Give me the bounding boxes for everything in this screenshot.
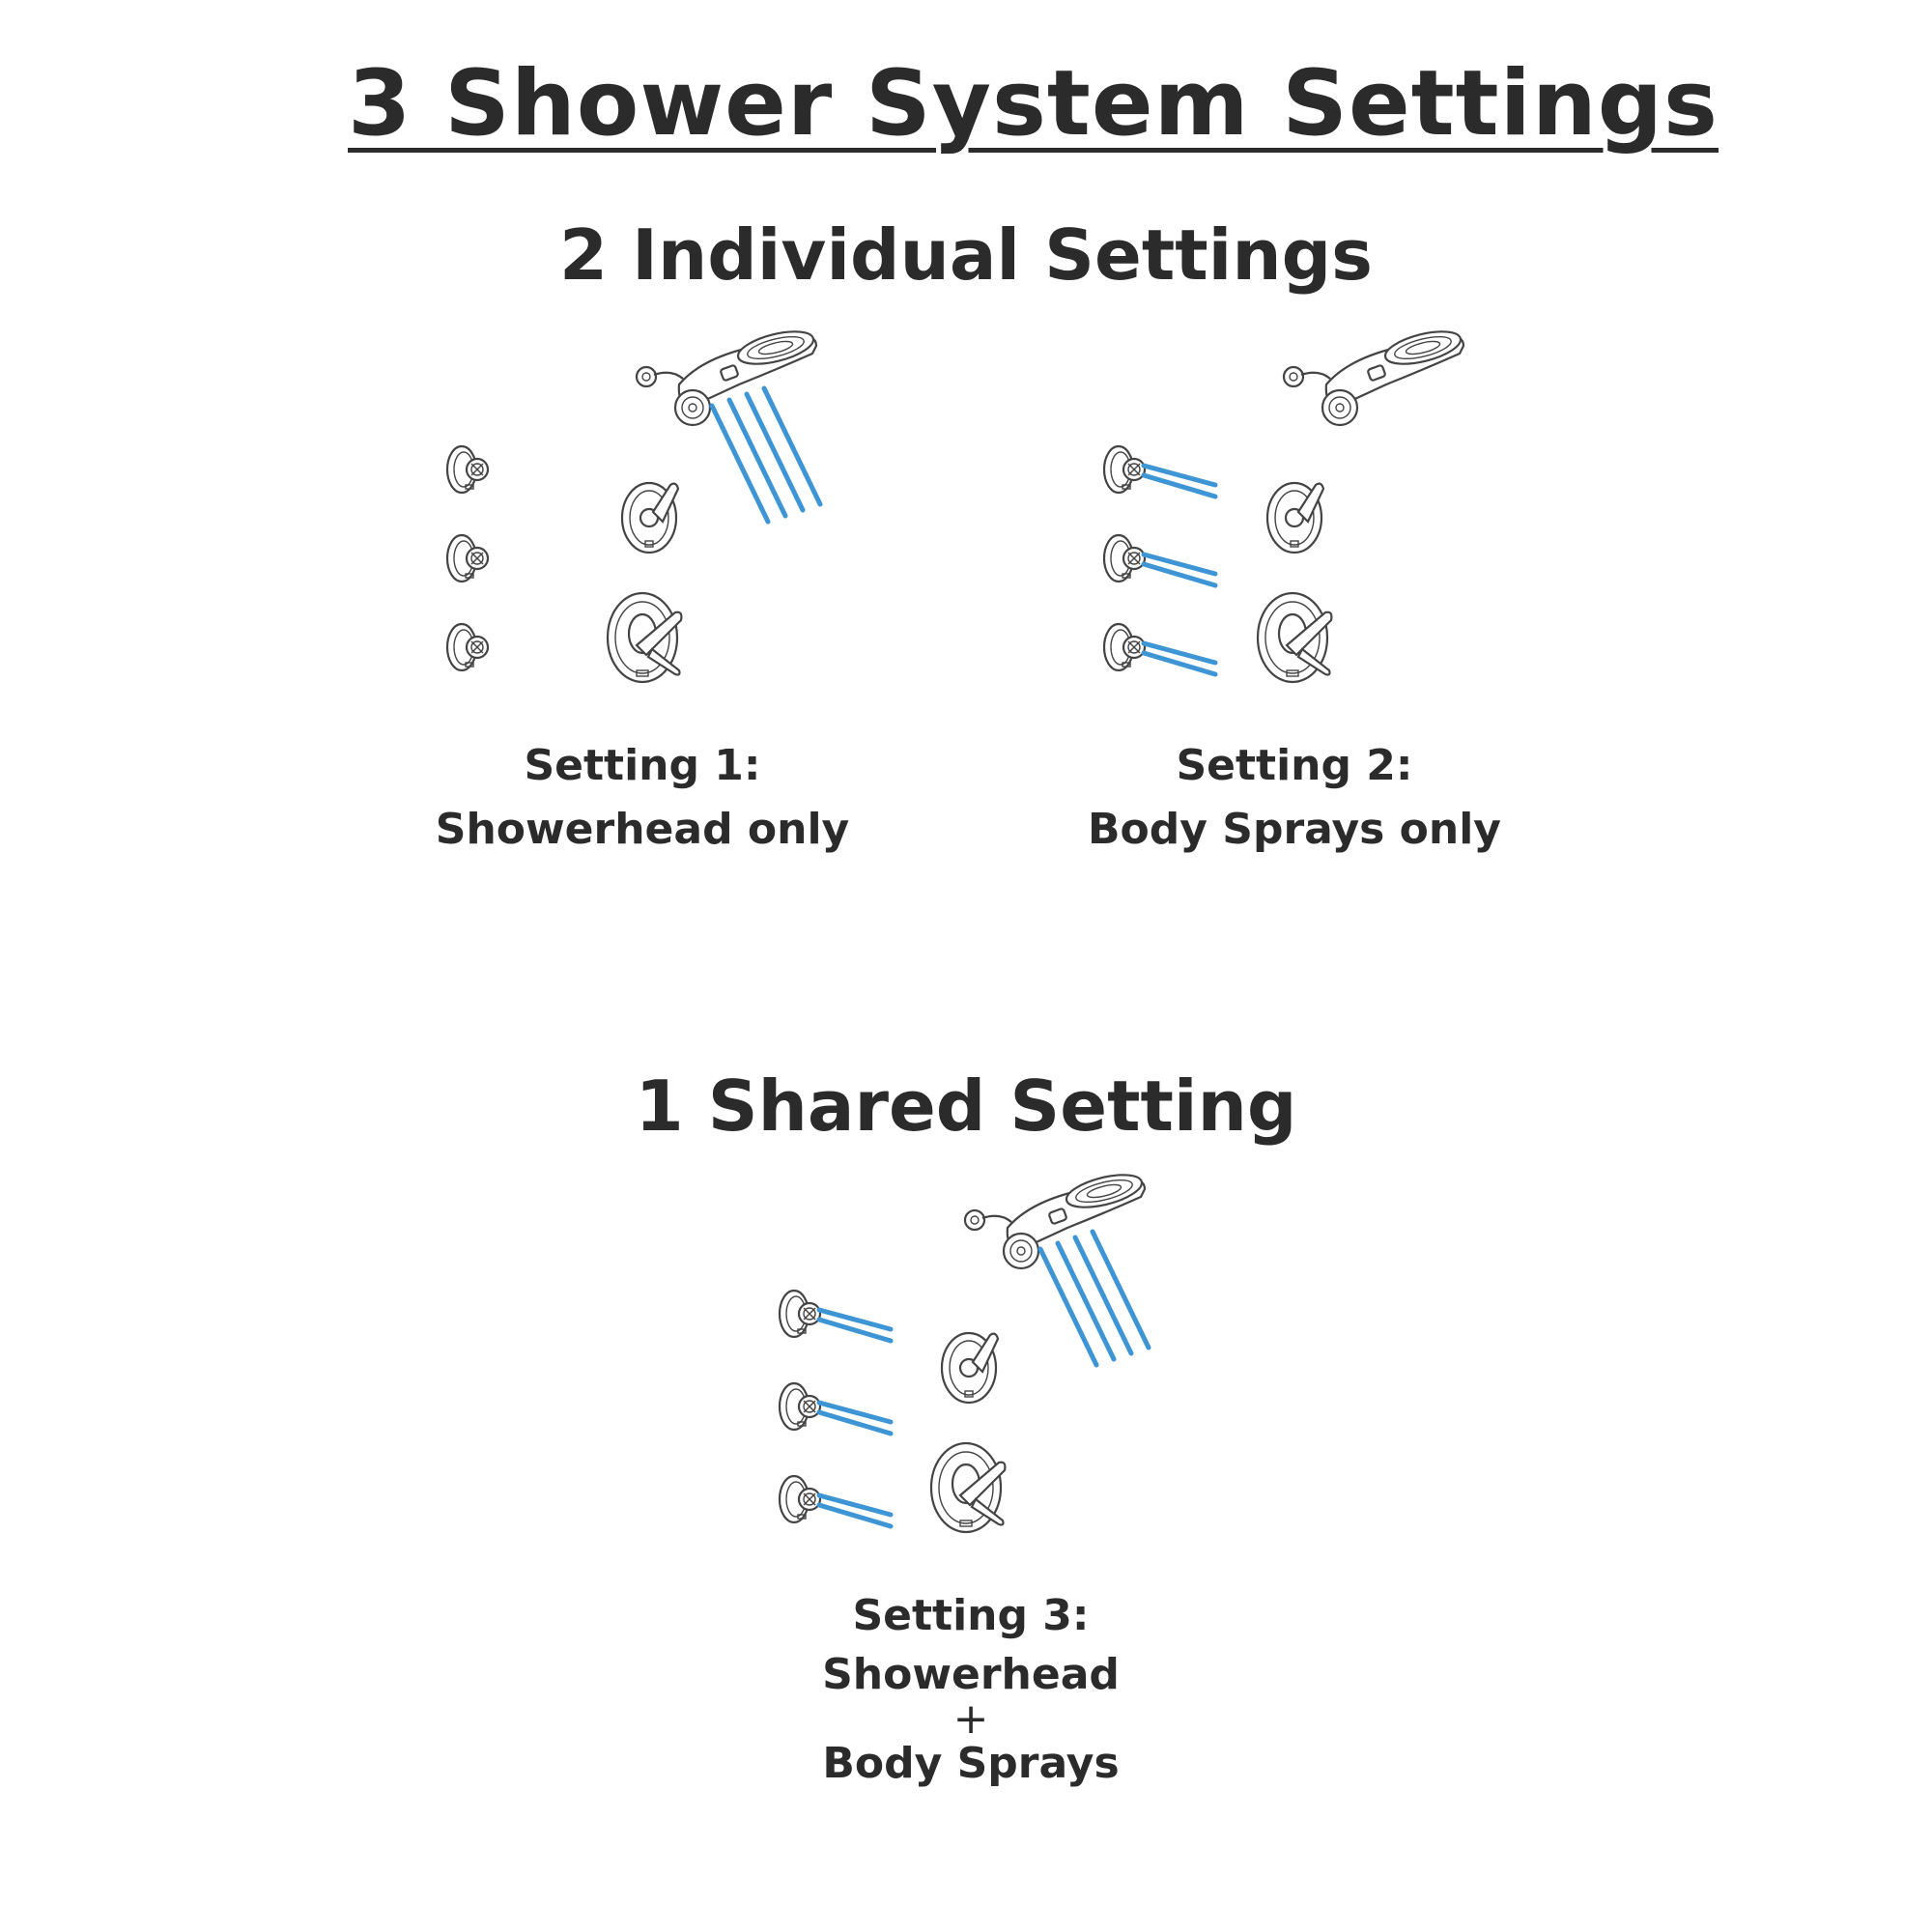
showerhead-spray-streams — [1037, 1229, 1151, 1368]
body-spray-streams — [1141, 640, 1218, 677]
spray-stream — [726, 397, 788, 519]
spray-stream — [1037, 1246, 1099, 1368]
spray-stream — [1141, 650, 1218, 677]
body-spray-icon — [445, 622, 490, 672]
setting-2-description: Body Sprays only — [1088, 805, 1501, 854]
spray-stream — [816, 1400, 894, 1425]
main-title: 3 Shower System Settings — [348, 51, 1719, 156]
setting-3-fixture-group — [778, 1174, 1151, 1534]
body-spray-streams — [816, 1492, 894, 1529]
body-spray-streams — [1141, 552, 1218, 588]
spray-stream — [1141, 463, 1218, 488]
setting-2-caption: Setting 2: Body Sprays only — [1005, 734, 1584, 862]
spray-stream — [1055, 1240, 1117, 1362]
individual-settings-heading: 2 Individual Settings — [558, 214, 1374, 296]
spray-stream — [744, 391, 806, 513]
spray-stream — [1141, 472, 1218, 499]
spray-stream — [816, 1492, 894, 1518]
body-spray-icon — [445, 444, 490, 495]
spray-stream — [816, 1409, 894, 1436]
body-spray-icon — [445, 533, 490, 583]
shared-setting-heading: 1 Shared Setting — [635, 1065, 1297, 1147]
setting-3-description-plus: + — [952, 1694, 989, 1744]
setting-1-caption: Setting 1: Showerhead only — [353, 734, 932, 862]
thermostatic-valve-icon — [1256, 591, 1333, 684]
body-spray-icon — [1102, 533, 1218, 588]
spray-stream — [1141, 552, 1218, 577]
setting-3-description-line-1: Showerhead — [822, 1650, 1120, 1699]
setting-3-description-line-2: Body Sprays — [822, 1739, 1120, 1788]
setting-1-description: Showerhead only — [435, 805, 850, 854]
spray-stream — [816, 1502, 894, 1529]
showerhead-icon — [963, 1174, 1151, 1368]
body-spray-icon — [1102, 444, 1218, 499]
body-spray-icon — [1102, 622, 1218, 677]
spray-stream — [1072, 1235, 1134, 1356]
body-spray-streams — [816, 1307, 894, 1344]
spray-stream — [1141, 561, 1218, 588]
body-spray-icon — [778, 1289, 894, 1344]
thermostatic-valve-icon — [929, 1441, 1007, 1534]
showerhead-spray-streams — [709, 385, 823, 525]
spray-stream — [816, 1307, 894, 1332]
setting-1-label: Setting 1: — [524, 741, 761, 790]
setting-2-fixture-group — [1102, 330, 1465, 684]
spray-stream — [816, 1317, 894, 1344]
body-spray-icon — [778, 1474, 894, 1529]
diverter-valve-icon — [1265, 481, 1325, 554]
thermostatic-valve-icon — [606, 591, 683, 684]
diverter-valve-icon — [620, 481, 680, 554]
spray-stream — [709, 403, 771, 525]
body-spray-streams — [1141, 463, 1218, 499]
spray-stream — [1090, 1229, 1151, 1350]
setting-3-caption: Setting 3: Showerhead + Body Sprays — [681, 1584, 1261, 1791]
setting-1-fixture-group — [445, 330, 823, 684]
showerhead-icon — [1282, 330, 1465, 427]
diverter-valve-icon — [940, 1331, 1000, 1405]
spray-stream — [1141, 640, 1218, 666]
body-spray-icon — [778, 1381, 894, 1436]
showerhead-icon — [635, 330, 823, 525]
setting-3-label: Setting 3: — [852, 1591, 1090, 1640]
spray-stream — [761, 385, 823, 507]
body-spray-streams — [816, 1400, 894, 1436]
setting-2-label: Setting 2: — [1176, 741, 1413, 790]
